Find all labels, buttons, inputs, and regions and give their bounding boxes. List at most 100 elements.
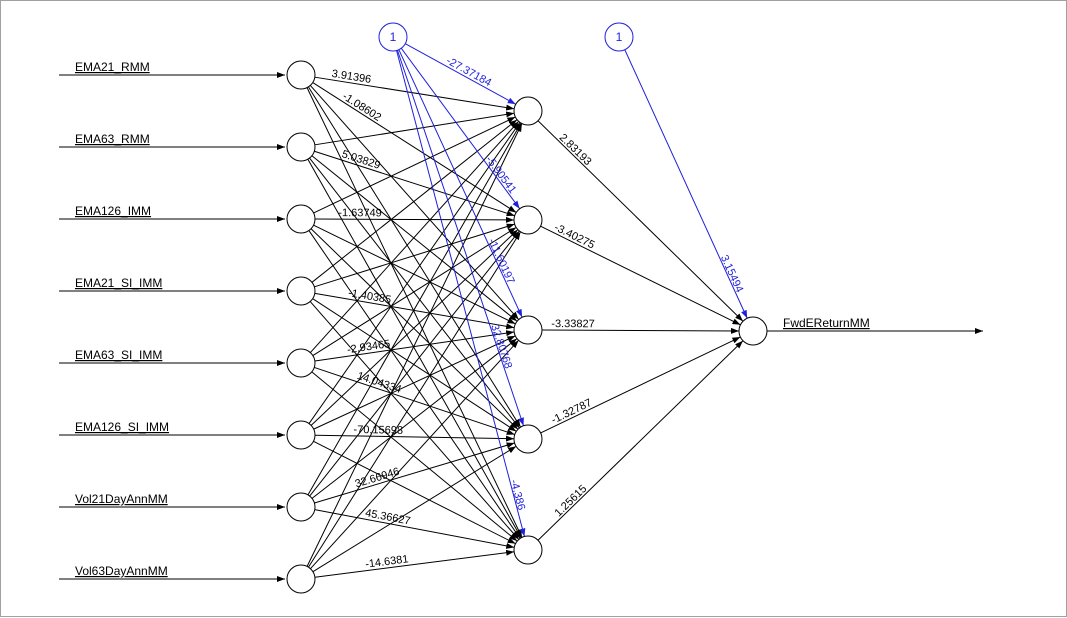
hidden-node-3 (513, 315, 543, 345)
edge-input-4-hidden-4 (312, 298, 517, 432)
weight-input-8-hidden-5: -14.6381 (365, 553, 410, 570)
bias-edge-hidden-2 (400, 47, 521, 210)
weight-input-3-hidden-2: -1.63749 (338, 207, 381, 219)
input-label-6: EMA126_SI_IMM (75, 420, 169, 434)
edge-input-7-hidden-2 (309, 230, 520, 497)
input-label-7: Vol21DayAnnMM (75, 492, 168, 506)
edge-hidden-1-output (537, 120, 744, 322)
bias-node-hidden (378, 22, 408, 52)
bias-node-output-label: 1 (616, 30, 623, 44)
output-label: FwdEReturnMM (783, 316, 870, 330)
bias-edge-hidden-1 (405, 43, 516, 105)
hidden-node-2 (513, 205, 543, 235)
bias-edge-hidden-5 (396, 50, 526, 537)
edge-input-8-hidden-3 (310, 340, 519, 569)
edge-input-2-hidden-3 (311, 155, 518, 322)
input-node-1 (286, 60, 316, 90)
edge-input-1-hidden-3 (309, 85, 520, 320)
weight-hidden-4-output: -1.32787 (550, 397, 594, 427)
edge-input-3-hidden-5 (308, 230, 521, 539)
edge-input-5-hidden-3 (314, 330, 515, 362)
bias-edge-hidden-4 (396, 50, 525, 426)
edge-hidden-2-output (540, 225, 741, 326)
weight-input-5-hidden-4: 14.04334 (355, 370, 402, 396)
edge-input-1-hidden-1 (314, 76, 515, 111)
edge-input-6-hidden-4 (314, 434, 515, 442)
edge-input-7-hidden-1 (307, 122, 522, 496)
edge-input-8-hidden-4 (312, 445, 517, 573)
edge-input-7-hidden-3 (311, 338, 518, 499)
output-node (738, 316, 768, 346)
weight-hidden-1-output: 2.83193 (557, 132, 594, 168)
weight-input-2-hidden-2: 5.03829 (340, 148, 382, 172)
weight-input-1-hidden-2: -1.08602 (340, 90, 383, 123)
edge-input-5-hidden-2 (312, 227, 517, 356)
input-node-5 (286, 348, 316, 378)
input-node-3 (286, 204, 316, 234)
nodes-layer (286, 22, 768, 594)
edge-input-4-hidden-5 (309, 301, 520, 540)
edge-input-2-hidden-1 (314, 111, 515, 146)
weight-input-7-hidden-5: 45.36627 (364, 507, 411, 527)
hidden-node-4 (513, 424, 543, 454)
weight-input-6-hidden-4: -70.15698 (353, 424, 403, 437)
weight-input-7-hidden-4: 32.66946 (354, 466, 401, 491)
hidden-node-5 (513, 535, 543, 565)
input-label-3: EMA126_IMM (75, 204, 151, 218)
edge-input-1-hidden-4 (307, 86, 522, 428)
edge-input-8-hidden-1 (306, 123, 523, 567)
input-label-5: EMA63_SI_IMM (75, 348, 162, 362)
edge-input-5-hidden-5 (311, 371, 518, 542)
edges-layer (59, 43, 983, 582)
edge-input-8-hidden-5 (314, 549, 515, 578)
bias-edge-output (624, 49, 748, 319)
bias-weight-hidden-5: -4.386 (508, 478, 528, 511)
edge-input-4-hidden-1 (311, 119, 518, 283)
bias-edge-hidden-3 (398, 49, 523, 318)
bias-node-output (604, 22, 634, 52)
edge-input-4-hidden-2 (314, 223, 515, 288)
weight-hidden-2-output: -3.40275 (552, 222, 596, 252)
edge-input-1-hidden-5 (306, 87, 523, 538)
edge-input-2-hidden-2 (314, 150, 515, 217)
edge-hidden-4-output (540, 336, 741, 434)
edge-input-3-hidden-4 (310, 228, 519, 430)
edge-input-7-hidden-5 (314, 509, 515, 549)
edge-input-4-hidden-3 (314, 292, 515, 330)
bias-weight-output: 3.15494 (718, 253, 745, 294)
edge-input-2-hidden-5 (307, 158, 522, 539)
input-label-4: EMA21_SI_IMM (75, 276, 162, 290)
input-label-1: EMA21_RMM (75, 60, 150, 74)
edge-input-3-hidden-2 (314, 216, 515, 223)
edge-input-8-hidden-2 (308, 231, 521, 568)
edge-hidden-3-output (541, 327, 740, 334)
edge-input-6-hidden-3 (313, 335, 516, 430)
edge-input-6-hidden-2 (310, 229, 519, 426)
edge-input-6-hidden-5 (313, 440, 516, 545)
edge-input-3-hidden-3 (313, 224, 516, 325)
bias-weight-hidden-1: -27.37184 (444, 55, 493, 89)
bias-weight-hidden-2: -5.90541 (483, 154, 518, 196)
edge-input-7-hidden-4 (314, 442, 515, 504)
input-label-2: EMA63_RMM (75, 132, 150, 146)
input-node-6 (286, 420, 316, 450)
edge-hidden-5-output (537, 340, 744, 541)
input-node-2 (286, 132, 316, 162)
edge-input-5-hidden-4 (314, 366, 515, 436)
weight-hidden-5-output: 1.25615 (552, 483, 589, 519)
labels-layer: 3.91396-1.086025.03829-1.63749-1.40385-2… (75, 30, 870, 578)
edge-input-2-hidden-4 (309, 157, 520, 429)
hidden-node-1 (513, 96, 543, 126)
input-label-8: Vol63DayAnnMM (75, 564, 168, 578)
edge-input-3-hidden-1 (313, 116, 516, 214)
input-node-7 (286, 492, 316, 522)
input-node-4 (286, 276, 316, 306)
input-node-8 (286, 564, 316, 594)
weight-input-4-hidden-3: -1.40385 (347, 287, 392, 306)
bias-weight-hidden-3: -11.60197 (485, 237, 516, 286)
bias-node-hidden-label: 1 (390, 30, 397, 44)
weight-hidden-3-output: -3.33827 (551, 318, 594, 330)
edge-input-6-hidden-1 (308, 122, 521, 424)
